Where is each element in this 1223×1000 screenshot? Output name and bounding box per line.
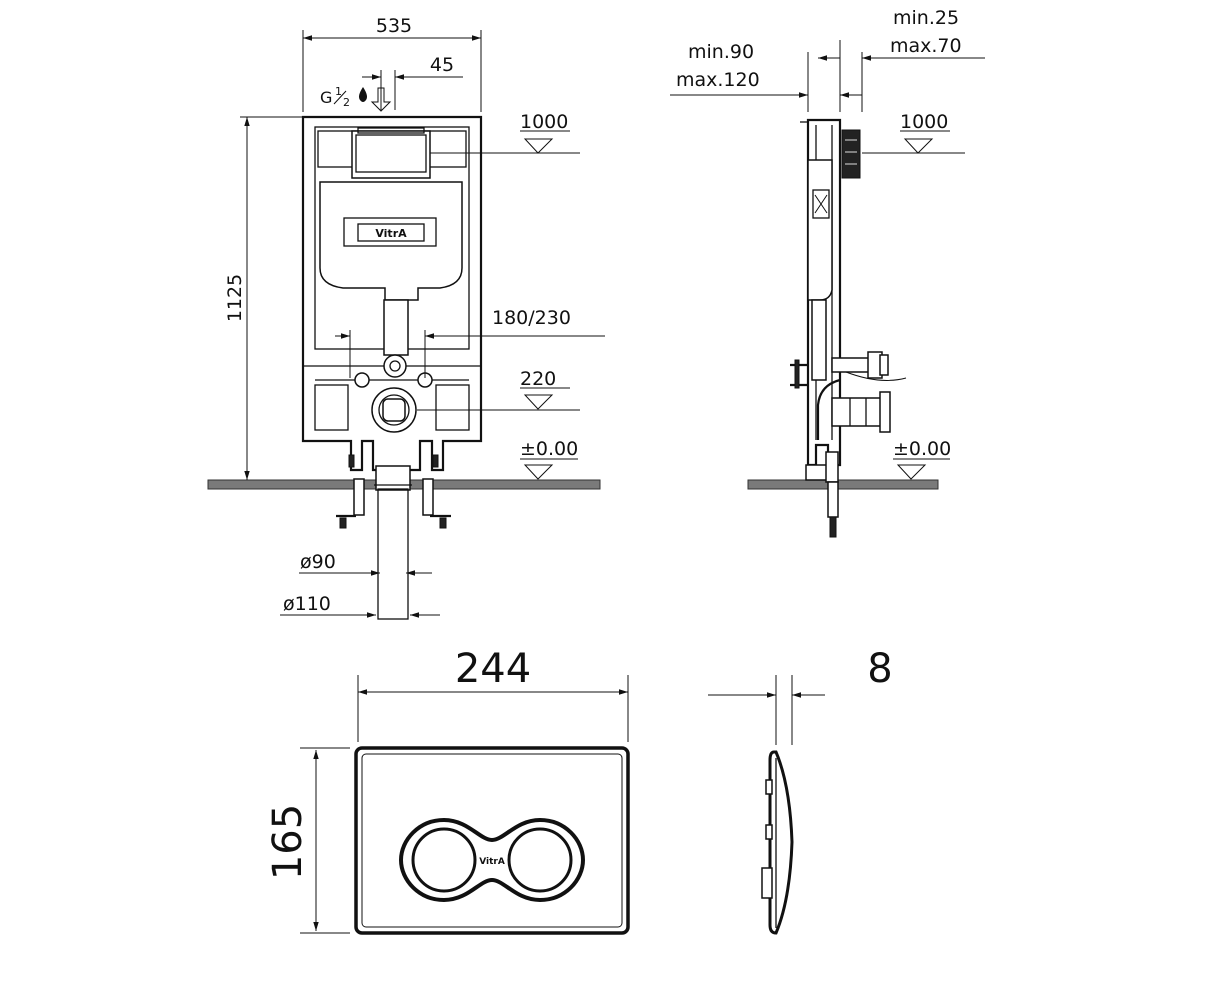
front-level-220: 220 <box>520 368 556 390</box>
inlet-frac-den: 2 <box>343 96 350 109</box>
full-flush-button <box>507 827 573 893</box>
dim-plate-height: 165 <box>265 804 311 880</box>
side-wall-max: max.70 <box>890 35 962 57</box>
dim-pipe-110: ø110 <box>283 593 331 615</box>
plate-front-view: VitrA 244 165 <box>265 646 630 935</box>
wall-thickness-block <box>841 129 861 179</box>
dim-front-height: 1125 <box>224 274 246 322</box>
side-view: min.90 max.120 min.25 max.70 1000 ±0.00 <box>670 7 985 538</box>
level-marker-icon <box>903 138 934 154</box>
front-level-zero: ±0.00 <box>520 438 578 460</box>
cistern-access-opening <box>351 130 431 179</box>
dim-inlet-offset: 45 <box>430 54 454 76</box>
drain-pipe <box>375 465 411 491</box>
side-wall-min: min.25 <box>893 7 959 29</box>
plate-side-view: 8 <box>708 646 893 935</box>
inlet-thread-g: G <box>320 88 332 107</box>
side-depth-min: min.90 <box>688 41 754 63</box>
dim-foot-spacing: 180/230 <box>492 307 571 329</box>
side-drain-connector <box>831 397 883 427</box>
water-drop-icon <box>359 87 367 102</box>
side-level-top: 1000 <box>900 111 948 133</box>
level-marker-icon <box>523 464 554 480</box>
plate-side-profile <box>768 750 794 935</box>
inlet-arrow-icon <box>370 87 392 112</box>
level-marker-icon <box>896 464 927 480</box>
side-level-zero: ±0.00 <box>893 438 951 460</box>
dim-plate-thickness: 8 <box>867 646 892 692</box>
dim-plate-width: 244 <box>455 646 531 692</box>
inlet-frac-num: 1 <box>335 85 342 98</box>
level-marker-icon <box>523 138 554 154</box>
half-flush-button <box>411 827 477 893</box>
plate-logo: VitrA <box>479 857 505 867</box>
level-marker-icon <box>523 394 554 410</box>
front-level-top: 1000 <box>520 111 568 133</box>
dim-front-width: 535 <box>376 15 412 37</box>
side-floor <box>747 479 939 490</box>
side-depth-max: max.120 <box>676 69 760 91</box>
front-view: VitrA 535 <box>207 15 605 620</box>
front-cistern-logo: VitrA <box>375 227 407 240</box>
dim-pipe-90: ø90 <box>300 551 336 573</box>
